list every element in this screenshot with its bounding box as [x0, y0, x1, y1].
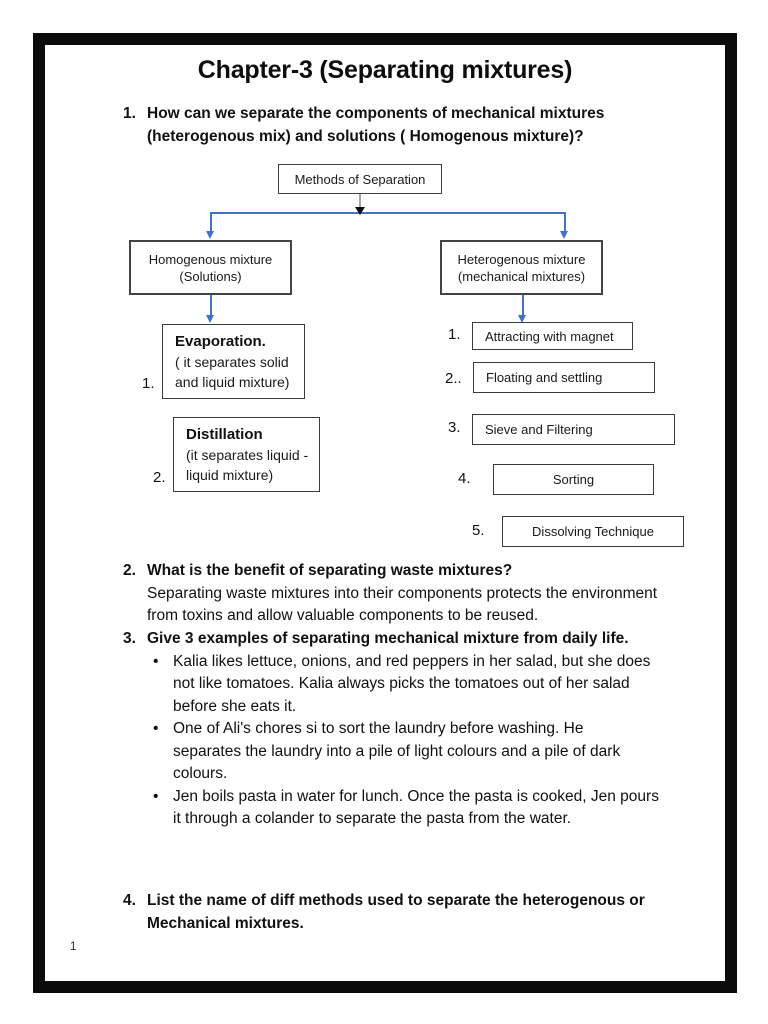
- arrowhead-heterogenous-methods: [518, 315, 526, 323]
- list-item: • Kalia likes lettuce, onions, and red p…: [147, 651, 703, 719]
- flowchart-node-homogenous: Homogenous mixture (Solutions): [129, 240, 292, 295]
- connector-heterogenous-drop: [522, 295, 524, 317]
- flowchart-node-heterogenous: Heterogenous mixture (mechanical mixture…: [440, 240, 603, 295]
- bullet-icon: •: [153, 720, 159, 737]
- connector-homogenous-drop: [210, 295, 212, 317]
- left-method-2-number: 2.: [153, 469, 166, 486]
- question-2-number: 2.: [123, 562, 136, 579]
- question-2-answer-line-2: from toxins and allow valuable component…: [147, 607, 539, 624]
- right-method-5-number: 5.: [472, 522, 485, 539]
- connector-left-drop: [210, 212, 212, 233]
- right-method-5-box: Dissolving Technique: [502, 516, 684, 547]
- question-2-text: What is the benefit of separating waste …: [147, 562, 513, 579]
- question-3-bullet-list: • Kalia likes lettuce, onions, and red p…: [147, 651, 703, 831]
- flowchart-node-heterogenous-line-1: Heterogenous mixture: [457, 251, 586, 267]
- right-method-1-label: Attracting with magnet: [485, 328, 614, 344]
- bullet-2-text: One of Ali's chores si to sort the laund…: [173, 718, 703, 786]
- page-number: 1: [70, 941, 77, 953]
- bullet-2-line-1: One of Ali's chores si to sort the laund…: [173, 720, 584, 737]
- separation-methods-flowchart: Methods of Separation Homogenous mixture…: [45, 45, 725, 981]
- question-3-text: Give 3 examples of separating mechanical…: [147, 630, 629, 647]
- question-4-number: 4.: [123, 892, 136, 909]
- bullet-1-line-1: Kalia likes lettuce, onions, and red pep…: [173, 652, 651, 670]
- right-method-5-label: Dissolving Technique: [532, 524, 654, 539]
- bullet-1-line-2: not like tomatoes. Kalia always picks th…: [173, 675, 630, 692]
- left-method-2-desc-line-1: (it separates liquid -: [186, 447, 309, 463]
- list-item: • Jen boils pasta in water for lunch. On…: [147, 786, 703, 831]
- flowchart-node-homogenous-line-1: Homogenous mixture: [148, 251, 273, 267]
- page-sheet: Chapter-3 (Separating mixtures) 1. How c…: [45, 45, 725, 981]
- document-page: Chapter-3 (Separating mixtures) 1. How c…: [33, 33, 737, 993]
- bullet-3-line-2: it through a colander to separate the pa…: [173, 810, 572, 827]
- right-method-2-number: 2..: [445, 370, 462, 387]
- question-1-number: 1.: [123, 105, 136, 122]
- question-3: 3. Give 3 examples of separating mechani…: [123, 628, 703, 831]
- connector-split-bar: [210, 212, 565, 214]
- arrowhead-right-branch: [560, 231, 568, 239]
- left-method-1-number: 1.: [142, 375, 155, 392]
- connector-right-drop: [564, 212, 566, 233]
- flowchart-node-root: Methods of Separation: [278, 164, 442, 194]
- left-method-2-title: Distillation: [186, 426, 263, 443]
- right-method-4-box: Sorting: [493, 464, 654, 495]
- right-method-4-label: Sorting: [552, 472, 595, 487]
- left-method-2-desc-line-2: liquid mixture): [186, 467, 274, 483]
- question-4-line-2: Mechanical mixtures.: [147, 914, 304, 932]
- question-1: 1. How can we separate the components of…: [123, 103, 683, 148]
- connector-root-stub: [359, 194, 361, 211]
- arrowhead-evaporation: [206, 315, 214, 323]
- bullet-2-line-2: separates the laundry into a pile of lig…: [173, 742, 621, 760]
- flowchart-node-homogenous-line-2: (Solutions): [179, 268, 242, 284]
- flowchart-node-root-label: Methods of Separation: [294, 171, 426, 187]
- page-title: Chapter-3 (Separating mixtures): [197, 56, 573, 84]
- bullet-icon: •: [153, 652, 159, 670]
- question-1-line-1: How can we separate the components of me…: [147, 105, 605, 122]
- question-3-number: 3.: [123, 630, 136, 647]
- right-method-3-label: Sieve and Filtering: [485, 422, 593, 437]
- right-method-1-number: 1.: [448, 326, 461, 343]
- right-method-3-box: Sieve and Filtering: [472, 414, 675, 445]
- question-4: 4. List the name of diff methods used to…: [123, 890, 703, 935]
- bullet-icon: •: [153, 787, 159, 805]
- right-method-2-label: Floating and settling: [486, 370, 603, 385]
- flowchart-node-heterogenous-line-2: (mechanical mixtures): [457, 268, 586, 284]
- bullet-3-text: Jen boils pasta in water for lunch. Once…: [173, 786, 703, 831]
- question-1-line-2: (heterogenous mix) and solutions ( Homog…: [147, 127, 584, 145]
- arrowhead-root: [355, 207, 365, 215]
- bullet-1-line-3: before she eats it.: [173, 697, 297, 715]
- list-item: • One of Ali's chores si to sort the lau…: [147, 718, 703, 786]
- right-method-2-box: Floating and settling: [473, 362, 655, 393]
- arrowhead-left-branch: [206, 231, 214, 239]
- left-method-1-box: Evaporation. ( it separates solid and li…: [162, 324, 305, 399]
- question-4-line-1: List the name of diff methods used to se…: [147, 892, 645, 909]
- bullet-3-line-1: Jen boils pasta in water for lunch. Once…: [173, 787, 659, 805]
- left-method-2-box: Distillation (it separates liquid - liqu…: [173, 417, 320, 492]
- right-method-3-number: 3.: [448, 419, 461, 436]
- left-method-1-desc-line-2: and liquid mixture): [175, 374, 290, 390]
- left-method-1-desc-line-1: ( it separates solid: [175, 354, 289, 370]
- right-method-1-box: Attracting with magnet: [472, 322, 633, 350]
- question-2-answer-line-1: Separating waste mixtures into their com…: [147, 584, 658, 602]
- left-method-1-title: Evaporation.: [175, 333, 266, 350]
- question-2: 2. What is the benefit of separating was…: [123, 560, 703, 628]
- right-method-4-number: 4.: [458, 470, 471, 487]
- bullet-1-text: Kalia likes lettuce, onions, and red pep…: [173, 651, 703, 719]
- bullet-2-line-3: colours.: [173, 765, 228, 782]
